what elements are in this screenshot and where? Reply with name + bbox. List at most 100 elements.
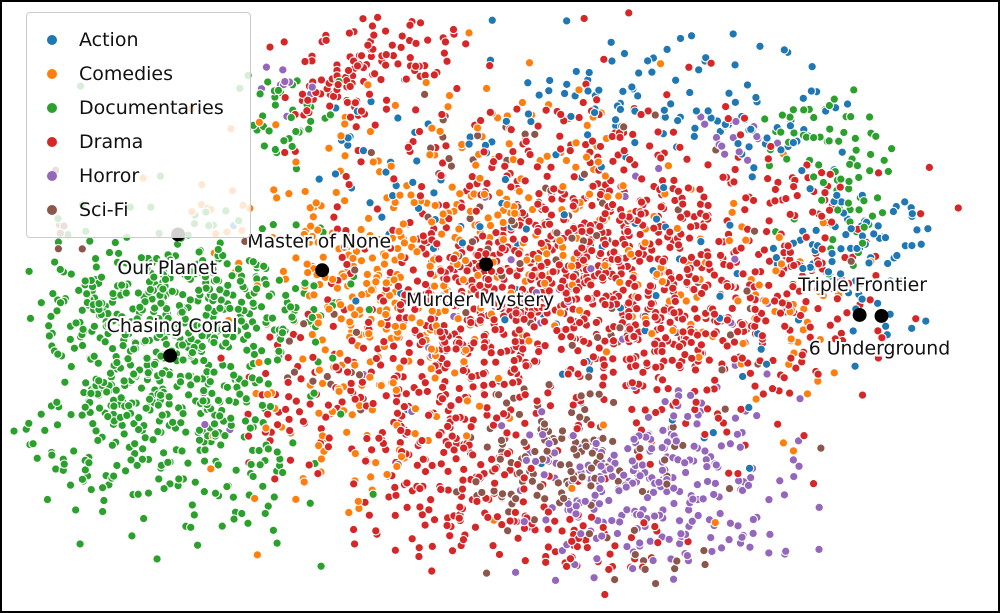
scatter-point	[408, 265, 418, 275]
scatter-point	[236, 316, 247, 326]
scatter-point	[668, 325, 678, 336]
scatter-point	[684, 62, 694, 72]
scatter-point	[826, 217, 837, 227]
scatter-point	[341, 225, 351, 236]
scatter-point	[220, 430, 230, 441]
scatter-point	[401, 74, 412, 84]
scatter-point	[544, 75, 555, 86]
scatter-point	[222, 382, 233, 393]
annotation-label: Chasing Coral	[107, 315, 238, 337]
scatter-point	[647, 328, 657, 339]
scatter-point	[356, 224, 366, 235]
scatter-point	[283, 377, 293, 388]
scatter-point	[703, 160, 713, 170]
scatter-point	[368, 157, 379, 167]
scatter-point	[209, 319, 219, 329]
scatter-point	[457, 238, 468, 248]
scatter-point	[370, 457, 381, 468]
scatter-point	[807, 61, 817, 72]
scatter-point	[827, 234, 838, 245]
scatter-point	[285, 455, 296, 465]
scatter-point	[198, 396, 208, 406]
scatter-point	[857, 294, 867, 304]
scatter-point	[408, 177, 418, 188]
scatter-point	[869, 229, 879, 239]
scatter-point	[277, 467, 288, 478]
scatter-point	[109, 401, 119, 411]
scatter-point	[183, 458, 193, 468]
scatter-point	[597, 531, 607, 541]
scatter-point	[588, 181, 598, 191]
legend: Action Comedies Documentaries Drama Horr…	[26, 12, 251, 238]
scatter-point	[405, 20, 415, 30]
scatter-point	[442, 520, 452, 531]
scatter-point	[471, 206, 481, 216]
scatter-point	[448, 24, 459, 35]
scatter-point	[300, 56, 310, 67]
scatter-point	[248, 471, 258, 482]
scatter-point	[268, 232, 278, 243]
scatter-point	[209, 337, 219, 348]
scatter-point	[594, 343, 604, 353]
scatter-point	[380, 26, 391, 36]
scatter-point	[635, 510, 646, 520]
scatter-point	[52, 306, 62, 316]
scatter-point	[90, 253, 101, 264]
scatter-point	[84, 458, 94, 468]
scatter-point	[555, 131, 565, 141]
scatter-point	[607, 56, 617, 66]
scatter-point	[871, 270, 881, 281]
scatter-point	[739, 113, 750, 123]
scatter-point	[363, 213, 374, 224]
scatter-point	[116, 393, 126, 403]
scatter-point	[758, 389, 769, 399]
scatter-point	[774, 232, 784, 243]
scatter-point	[100, 337, 110, 347]
scatter-point	[263, 77, 273, 87]
scatter-point	[659, 455, 670, 465]
scatter-point	[381, 390, 391, 401]
scatter-point	[614, 277, 625, 288]
scatter-point	[576, 529, 586, 539]
scatter-point	[825, 124, 835, 134]
scatter-point	[521, 361, 531, 371]
scatter-point	[269, 185, 279, 195]
scatter-point	[325, 110, 336, 120]
scatter-point	[699, 192, 709, 202]
scatter-point	[776, 145, 786, 155]
scatter-point	[137, 444, 148, 454]
scatter-point	[645, 253, 655, 264]
scatter-point	[464, 139, 474, 149]
scatter-point	[751, 410, 762, 421]
scatter-point	[738, 338, 748, 349]
scatter-point	[727, 303, 737, 314]
scatter-point	[390, 100, 401, 111]
scatter-point	[456, 202, 467, 212]
scatter-point	[494, 549, 505, 560]
scatter-point	[97, 482, 108, 493]
scatter-point	[829, 94, 840, 104]
highlight-point	[852, 307, 867, 322]
scatter-point	[132, 460, 142, 471]
scatter-point	[609, 574, 620, 585]
scatter-point	[298, 416, 309, 427]
scatter-point	[724, 534, 734, 545]
scatter-point	[509, 364, 520, 374]
scatter-point	[566, 407, 577, 418]
scatter-point	[832, 314, 843, 324]
scatter-point	[190, 477, 201, 487]
scatter-point	[763, 154, 774, 164]
scatter-point	[779, 373, 789, 383]
scatter-point	[271, 193, 282, 203]
scatter-point	[653, 163, 664, 174]
scatter-point	[594, 498, 605, 509]
scatter-point	[751, 92, 761, 103]
scatter-point	[470, 522, 481, 532]
scatter-point	[394, 226, 404, 237]
scatter-point	[486, 454, 497, 465]
scatter-point	[713, 413, 724, 423]
scatter-point	[642, 358, 652, 368]
scatter-point	[702, 461, 712, 472]
scatter-point	[393, 281, 404, 292]
scatter-point	[668, 127, 679, 137]
